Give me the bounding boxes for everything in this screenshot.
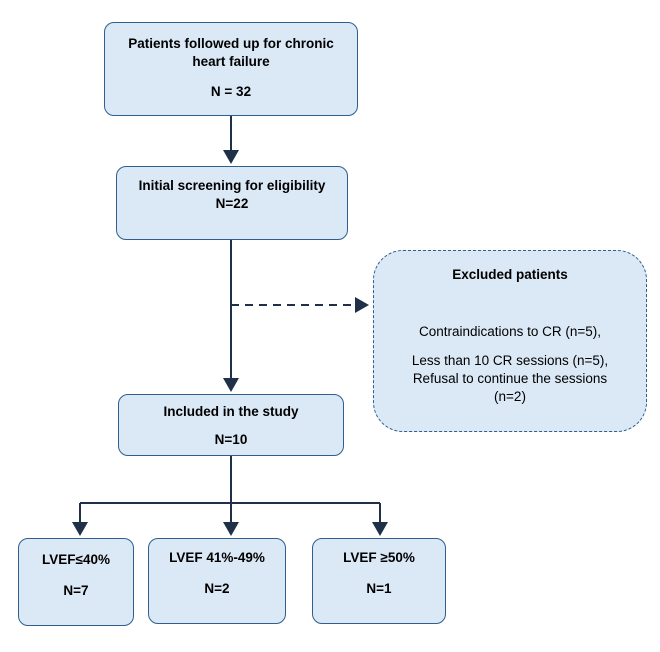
group-2-label: LVEF 41%-49% [169, 550, 265, 565]
excluded-reason-refusal: Refusal to continue the sessions [412, 371, 608, 386]
excluded-reason-contraindications: Contraindications to CR (n=5), [419, 324, 601, 339]
followed-count: N = 32 [210, 84, 252, 99]
screening-label: Initial screening for eligibility [138, 178, 326, 193]
excluded-reason-sessions: Less than 10 CR sessions (n=5), [411, 353, 609, 368]
box-group-lvef-mid: LVEF 41%-49% N=2 [148, 538, 286, 624]
included-count: N=10 [214, 432, 248, 447]
group-1-count: N=7 [63, 583, 89, 598]
followed-line1: Patients followed up for chronic [128, 36, 334, 51]
excluded-reason-refusal-count: (n=2) [494, 389, 526, 404]
group-3-label: LVEF ≥50% [343, 550, 415, 565]
group-3-count: N=1 [366, 581, 392, 596]
box-excluded-patients: Excluded patients Contraindications to C… [373, 250, 647, 432]
box-followed-up: Patients followed up for chronic heart f… [104, 22, 358, 116]
screening-count: N=22 [215, 196, 249, 211]
group-1-label: LVEF≤40% [42, 552, 110, 567]
box-included-study: Included in the study N=10 [118, 394, 344, 456]
followed-line2: heart failure [192, 54, 270, 69]
box-group-lvef-low: LVEF≤40% N=7 [18, 538, 134, 626]
box-group-lvef-high: LVEF ≥50% N=1 [312, 538, 446, 624]
box-initial-screening: Initial screening for eligibility N=22 [116, 166, 348, 240]
group-2-count: N=2 [204, 581, 230, 596]
included-label: Included in the study [163, 404, 299, 419]
excluded-title: Excluded patients [452, 267, 568, 282]
